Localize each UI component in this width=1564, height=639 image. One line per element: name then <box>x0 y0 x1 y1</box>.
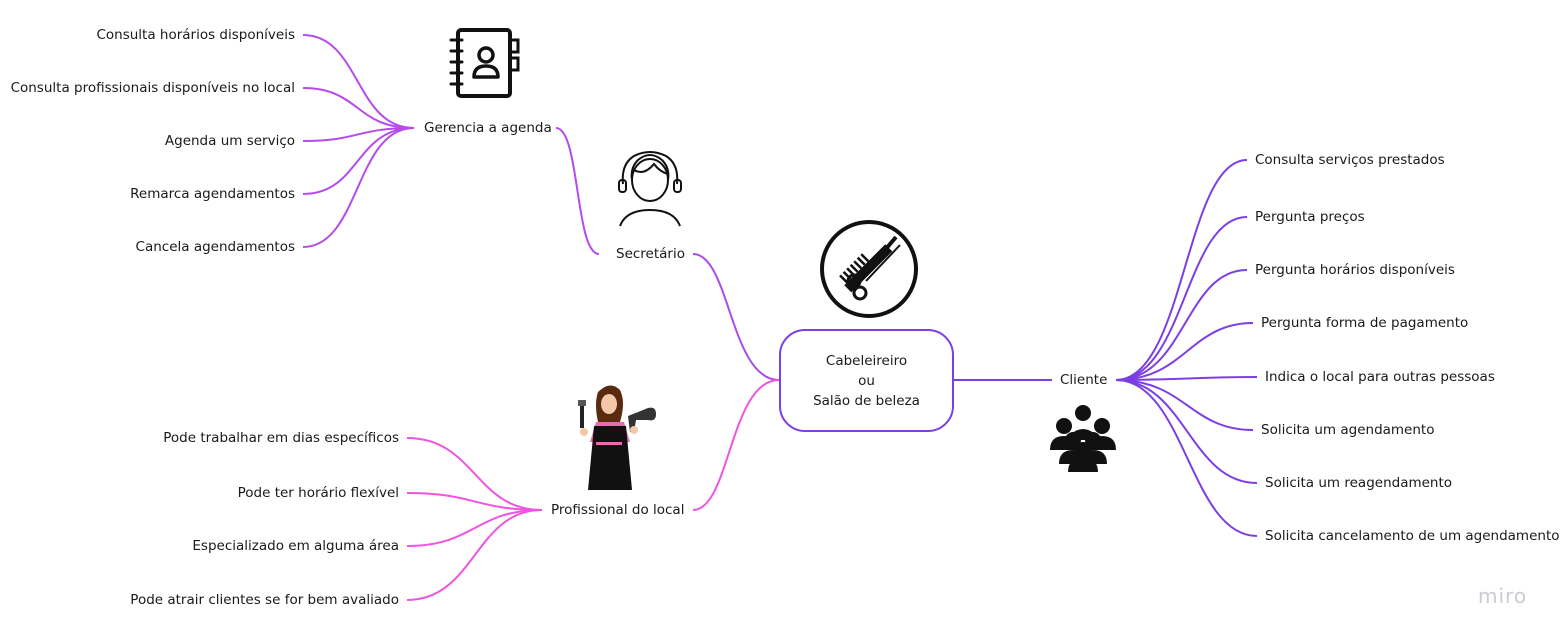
connector-cliente-item <box>1115 379 1254 431</box>
connector-gerencia-item <box>302 127 415 142</box>
connector-gerencia-item <box>302 87 415 129</box>
group-people-icon <box>1050 405 1116 472</box>
miro-watermark: miro <box>1478 584 1528 608</box>
node-cliente[interactable]: Cliente <box>1060 372 1108 388</box>
connector-central-secretario <box>692 253 780 381</box>
node-cliente-item[interactable]: Pergunta forma de pagamento <box>1261 315 1469 331</box>
node-profissional-item[interactable]: Pode atrair clientes se for bem avaliado <box>130 592 399 608</box>
central-line-2: ou <box>858 372 875 389</box>
central-line-1: Cabeleireiro <box>825 352 908 369</box>
headset-person-icon <box>618 151 682 227</box>
node-gerencia-item[interactable]: Consulta horários disponíveis <box>96 27 295 43</box>
connector-cliente-item <box>1115 269 1248 381</box>
connector-gerencia-item <box>302 127 415 195</box>
address-book-icon <box>449 28 520 98</box>
connector-cliente-item <box>1115 216 1248 381</box>
connector-secretario-gerencia <box>555 127 600 255</box>
comb-scissors-icon <box>820 220 918 318</box>
connector-profissional-item <box>406 509 543 601</box>
hairdresser-woman-icon <box>578 385 656 490</box>
central-node[interactable]: Cabeleireiro ou Salão de beleza <box>779 329 954 432</box>
node-profissional-item[interactable]: Especializado em alguma área <box>192 538 399 554</box>
connector-profissional-item <box>406 509 543 547</box>
connector-profissional-item <box>406 492 543 511</box>
node-secretario[interactable]: Secretário <box>616 246 685 262</box>
connector-cliente-item <box>1115 159 1248 381</box>
central-line-3: Salão de beleza <box>813 392 920 409</box>
connector-cliente-item <box>1115 376 1258 381</box>
node-profissional-item[interactable]: Pode trabalhar em dias específicos <box>163 430 399 446</box>
connector-gerencia-item <box>302 34 415 129</box>
connector-gerencia-item <box>302 127 415 248</box>
connector-profissional-item <box>406 437 543 511</box>
node-cliente-item[interactable]: Indica o local para outras pessoas <box>1265 369 1495 385</box>
node-gerencia-item[interactable]: Agenda um serviço <box>164 133 295 149</box>
connector-cliente-item <box>1115 379 1258 537</box>
node-cliente-item[interactable]: Consulta serviços prestados <box>1255 152 1445 168</box>
node-profissional[interactable]: Profissional do local <box>551 502 685 518</box>
connector-cliente-item <box>1115 379 1258 484</box>
node-gerencia-item[interactable]: Consulta profissionais disponíveis no lo… <box>10 80 295 96</box>
node-cliente-item[interactable]: Solicita um reagendamento <box>1265 475 1453 491</box>
node-gerencia-agenda[interactable]: Gerencia a agenda <box>424 120 552 136</box>
node-cliente-item[interactable]: Solicita um agendamento <box>1261 422 1435 438</box>
node-profissional-item[interactable]: Pode ter horário flexível <box>237 485 399 501</box>
node-gerencia-item[interactable]: Cancela agendamentos <box>135 239 295 255</box>
node-cliente-item[interactable]: Solicita cancelamento de um agendamento <box>1265 528 1560 544</box>
node-gerencia-item[interactable]: Remarca agendamentos <box>130 186 295 202</box>
connector-central-profissional <box>692 379 780 511</box>
node-cliente-item[interactable]: Pergunta preços <box>1255 209 1365 225</box>
node-cliente-item[interactable]: Pergunta horários disponíveis <box>1255 262 1455 278</box>
connector-cliente-item <box>1115 322 1254 381</box>
